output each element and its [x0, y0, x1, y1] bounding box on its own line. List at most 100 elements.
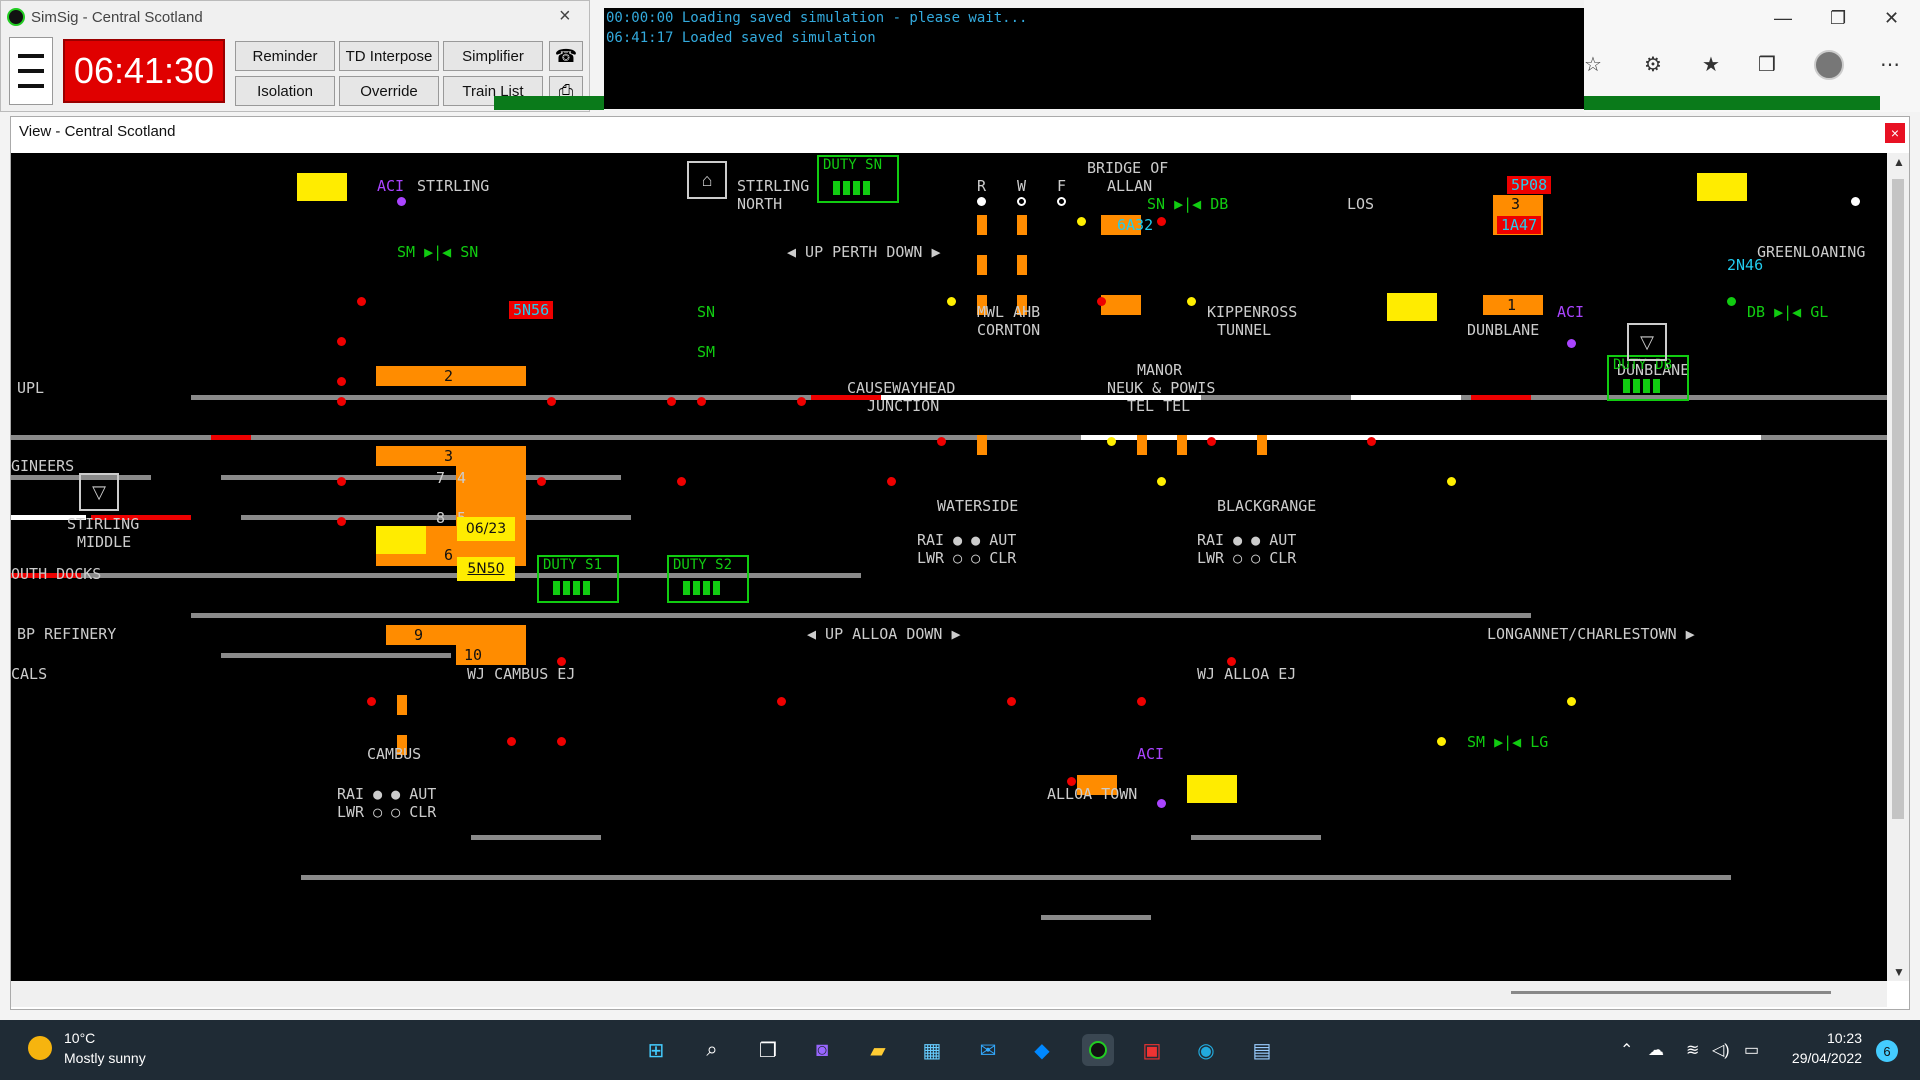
signal-dot[interactable]: [547, 397, 556, 406]
duty-panel-s2[interactable]: DUTY S2: [667, 555, 749, 603]
collections-icon[interactable]: ❒: [1758, 54, 1776, 76]
signal-dot[interactable]: [777, 697, 786, 706]
berth-5n56[interactable]: 5N56: [509, 301, 554, 319]
dunblane-platform-1[interactable]: 1: [1483, 295, 1543, 315]
dropbox-icon[interactable]: ◆: [1034, 1039, 1050, 1062]
platform-9[interactable]: 9: [386, 625, 526, 645]
weather-desc[interactable]: Mostly sunny: [64, 1050, 146, 1066]
duty-panel-db[interactable]: DUTY DB: [1607, 355, 1689, 401]
signal-dot[interactable]: [357, 297, 366, 306]
berth-6a32[interactable]: 6A32: [1117, 216, 1154, 234]
signal-dot[interactable]: [677, 477, 686, 486]
signal-dot[interactable]: [1207, 437, 1216, 446]
start-icon[interactable]: ⊞: [647, 1039, 665, 1062]
search-icon[interactable]: ⌕: [706, 1038, 718, 1061]
platform-4-5[interactable]: [456, 466, 526, 526]
signal-dot[interactable]: [1077, 217, 1086, 226]
scroll-down-icon[interactable]: ▼: [1893, 965, 1905, 979]
photos-icon[interactable]: ▤: [1252, 1039, 1272, 1062]
signal-dot[interactable]: [947, 297, 956, 306]
more-icon[interactable]: ⋯: [1880, 54, 1900, 76]
crossing-status[interactable]: RAI ● ● AUT: [1197, 531, 1297, 549]
volume-icon[interactable]: ◁): [1712, 1042, 1730, 1059]
berth-1a47[interactable]: 1A47: [1497, 216, 1542, 234]
signal-dot[interactable]: [977, 197, 986, 206]
view-close-button[interactable]: ×: [1885, 123, 1905, 143]
signal-dot[interactable]: [1067, 777, 1076, 786]
edge-icon[interactable]: ◉: [1197, 1039, 1215, 1062]
signal-dot[interactable]: [937, 437, 946, 446]
scrollbar-thumb[interactable]: [1892, 179, 1904, 819]
td-interpose-button[interactable]: TD Interpose: [339, 41, 439, 71]
signal-dot[interactable]: [1017, 197, 1026, 206]
signal-dot[interactable]: [1187, 297, 1196, 306]
crossing-status[interactable]: RAI ● ● AUT: [337, 785, 437, 803]
sim-clock[interactable]: 06:41:30: [63, 39, 225, 103]
signal-dot[interactable]: [1107, 437, 1116, 446]
platform-10[interactable]: 10: [456, 645, 526, 665]
notification-badge[interactable]: 6: [1876, 1040, 1898, 1062]
close-icon[interactable]: ✕: [1884, 8, 1900, 28]
berth-5n50[interactable]: 5N50: [457, 557, 515, 581]
signal-dot[interactable]: [557, 657, 566, 666]
favorites-icon[interactable]: ★: [1702, 54, 1720, 76]
extensions-icon[interactable]: ⚙: [1644, 54, 1662, 76]
signal-dot[interactable]: [337, 377, 346, 386]
signal-dot[interactable]: [1007, 697, 1016, 706]
signal-dot[interactable]: [337, 397, 346, 406]
task-view-icon[interactable]: ❐: [759, 1039, 777, 1062]
signal-dot[interactable]: [1157, 217, 1166, 226]
signal-dot[interactable]: [1057, 197, 1066, 206]
weather-temp[interactable]: 10°C: [64, 1030, 96, 1046]
signal-dot[interactable]: [337, 517, 346, 526]
berth-0623[interactable]: 06/23: [457, 517, 515, 541]
duty-panel-sn[interactable]: DUTY SN: [817, 155, 899, 203]
onedrive-icon[interactable]: ☁: [1648, 1042, 1664, 1059]
signalling-diagram[interactable]: 2 3 6 9 10 4 5 7 8 3 2 1: [11, 153, 1887, 981]
signal-dot[interactable]: [797, 397, 806, 406]
override-button[interactable]: Override: [339, 76, 439, 106]
scrollbar-thumb[interactable]: [1511, 991, 1831, 994]
taskbar-date[interactable]: 29/04/2022: [1791, 1050, 1862, 1066]
signal-dot[interactable]: [1137, 697, 1146, 706]
reminder-button[interactable]: Reminder: [235, 41, 335, 71]
scroll-up-icon[interactable]: ▲: [1893, 155, 1905, 169]
office-icon[interactable]: ▣: [1142, 1039, 1162, 1062]
signal-dot[interactable]: [557, 737, 566, 746]
bridge-of-allan-platform[interactable]: [1101, 215, 1141, 235]
berth-2n46[interactable]: 2N46: [1727, 256, 1764, 274]
signal-dot[interactable]: [337, 477, 346, 486]
teams-chat-icon[interactable]: ◙: [815, 1038, 829, 1061]
signal-dot[interactable]: [367, 697, 376, 706]
platform-3[interactable]: 3: [376, 446, 526, 466]
main-menu-button[interactable]: [9, 37, 53, 105]
horizontal-scrollbar[interactable]: [11, 981, 1887, 1007]
minimize-icon[interactable]: —: [1774, 8, 1792, 28]
bridge-of-allan-platform[interactable]: [1101, 295, 1141, 315]
signal-dot[interactable]: [1097, 297, 1106, 306]
crossing-status[interactable]: LWR ○ ○ CLR: [1197, 549, 1297, 567]
crossing-status[interactable]: LWR ○ ○ CLR: [917, 549, 1017, 567]
taskbar-time[interactable]: 10:23: [1826, 1030, 1862, 1046]
signalbox-icon[interactable]: ⌂: [687, 161, 727, 199]
platform-2[interactable]: 2: [376, 366, 526, 386]
signal-dot[interactable]: [667, 397, 676, 406]
signal-dot[interactable]: [1727, 297, 1736, 306]
crossing-status[interactable]: RAI ● ● AUT: [917, 531, 1017, 549]
signal-dot[interactable]: [887, 477, 896, 486]
mail-icon[interactable]: ✉: [979, 1039, 997, 1062]
wifi-icon[interactable]: ≋: [1686, 1042, 1700, 1059]
close-icon[interactable]: ×: [559, 5, 571, 27]
signal-dot[interactable]: [1157, 477, 1166, 486]
signal-dot[interactable]: [1447, 477, 1456, 486]
signal-dot[interactable]: [337, 337, 346, 346]
signalbox-icon[interactable]: ▽: [1627, 323, 1667, 361]
battery-icon[interactable]: ▭: [1744, 1042, 1760, 1059]
phone-icon[interactable]: ☎: [549, 41, 583, 71]
crossing-status[interactable]: LWR ○ ○ CLR: [337, 803, 437, 821]
signal-dot[interactable]: [537, 477, 546, 486]
profile-avatar[interactable]: [1814, 50, 1844, 80]
simplifier-button[interactable]: Simplifier: [443, 41, 543, 71]
signal-dot[interactable]: [1437, 737, 1446, 746]
berth-5p08[interactable]: 5P08: [1507, 176, 1552, 194]
